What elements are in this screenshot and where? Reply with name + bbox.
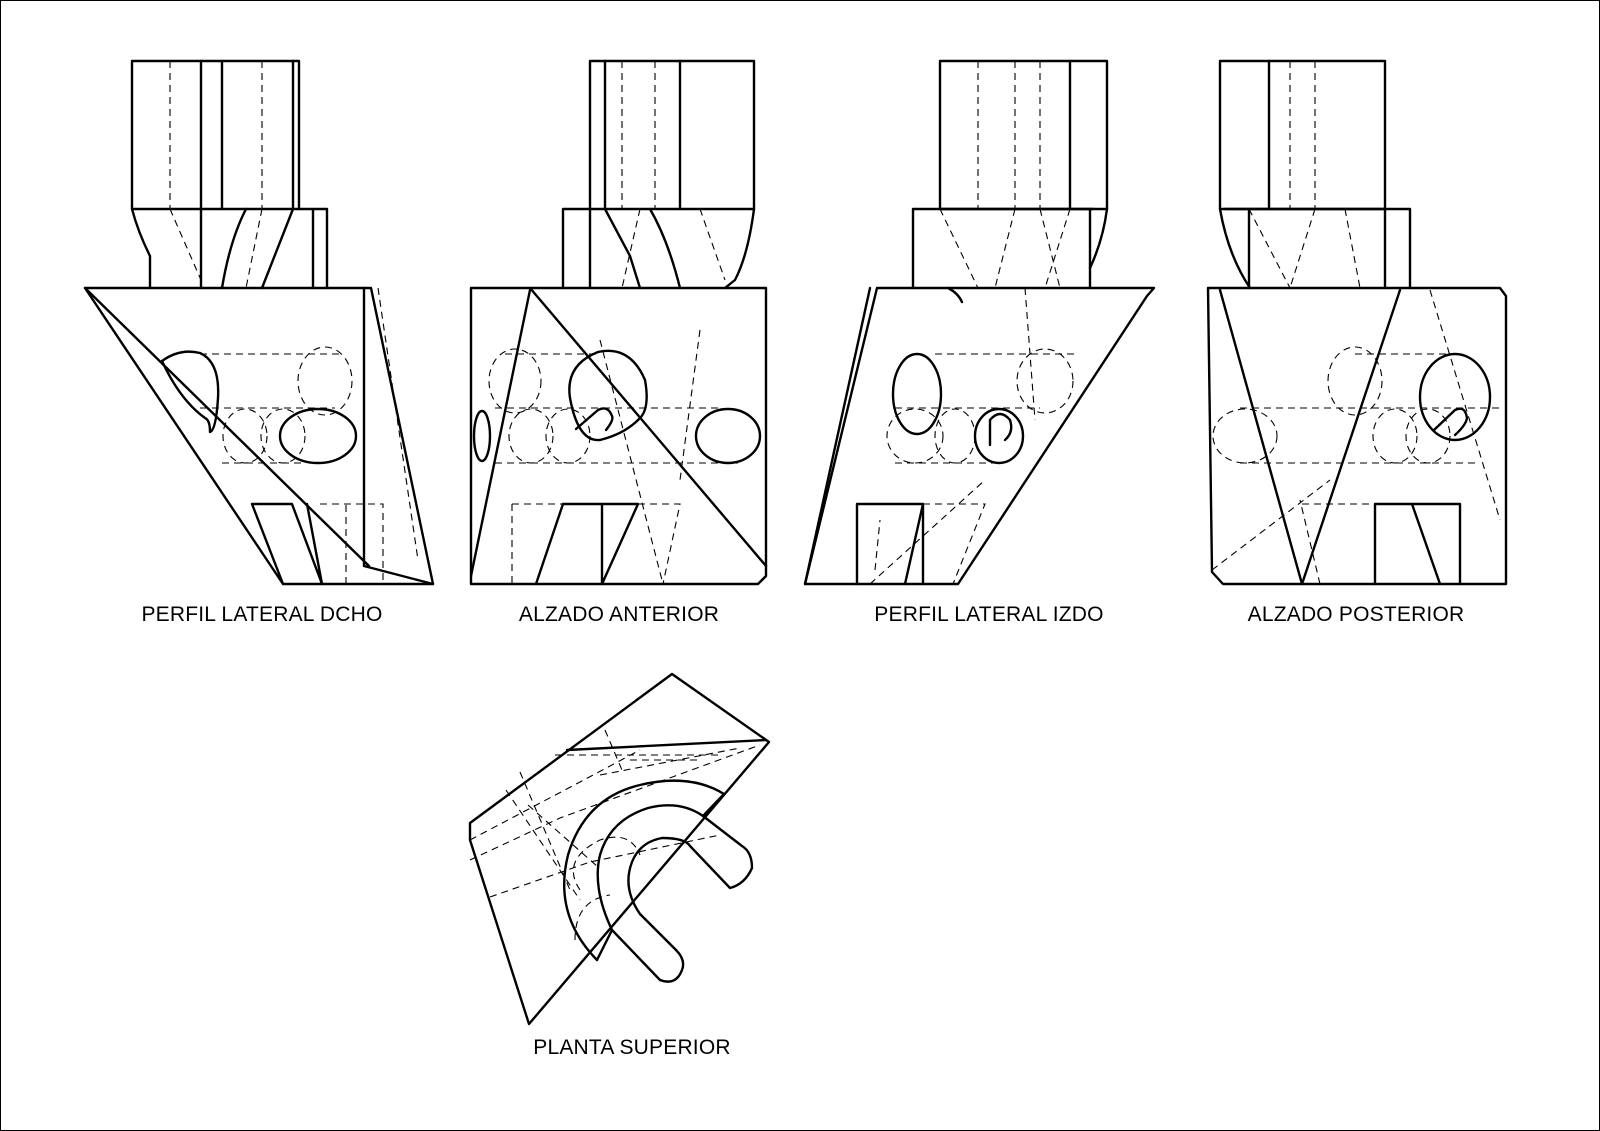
label-right-profile: PERFIL LATERAL DCHO [141,603,383,626]
label-left-profile: PERFIL LATERAL IZDO [874,603,1104,626]
label-top-plan: PLANTA SUPERIOR [533,1036,731,1059]
label-rear-elevation: ALZADO POSTERIOR [1247,603,1465,626]
view-top-plan [468,672,771,1026]
view-left-profile [803,59,1156,586]
view-right-profile [83,59,435,586]
view-rear-elevation [1206,59,1508,586]
label-front-elevation: ALZADO ANTERIOR [518,603,720,626]
view-front-elevation [469,59,768,586]
